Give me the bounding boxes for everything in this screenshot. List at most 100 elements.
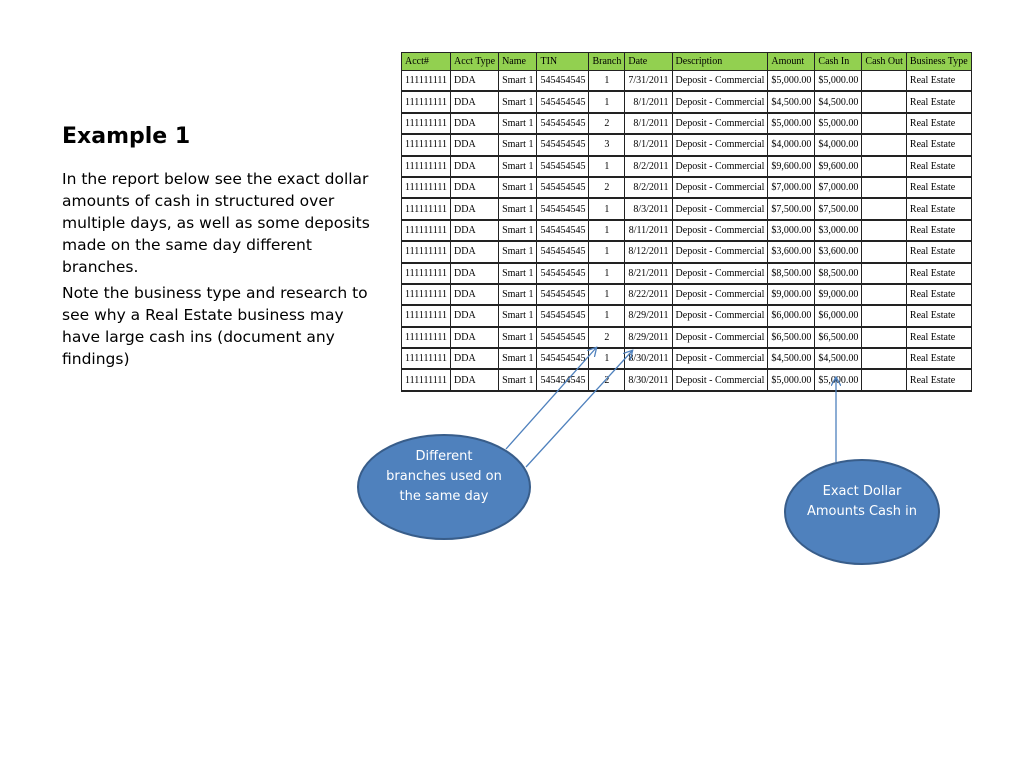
cell-branch: 1 [588,240,626,264]
cell-date: 8/11/2011 [624,219,673,243]
cell-tin: 545454545 [536,262,590,285]
cell-cash-in: $7,500.00 [814,197,863,221]
cell-cash-in: $6,000.00 [814,304,863,328]
cell-cash-in: $4,500.00 [814,347,863,371]
cell-branch: 1 [588,155,626,178]
cell-business-type: Real Estate [905,90,972,114]
cell-business-type: Real Estate [905,176,972,200]
col-header-amount: Amount [767,52,816,71]
cell-description: Deposit - Commercial [671,347,769,371]
col-header-business-type: Business Type [905,52,972,71]
cell-name: Smart 1 [498,326,538,350]
cell-business-type: Real Estate [905,219,972,243]
cell-business-type: Real Estate [905,304,972,328]
paragraph-structured-deposits: In the report below see the exact dollar… [62,170,370,276]
cash-report-table: Acct# Acct Type Name TIN Branch Date Des… [400,52,972,392]
cell-date: 8/29/2011 [624,326,673,350]
cell-amount: $5,000.00 [767,112,816,136]
cell-amount: $9,000.00 [767,283,816,307]
cell-acct-number: 111111111 [400,90,452,114]
cell-business-type: Real Estate [905,283,972,307]
col-header-date: Date [624,52,673,71]
cell-cash-in: $6,500.00 [814,326,863,350]
cell-date: 8/1/2011 [624,133,673,157]
cell-business-type: Real Estate [905,347,972,371]
cell-name: Smart 1 [498,240,538,264]
callout-exact-text: Exact Dollar Amounts Cash in [806,484,918,519]
cell-name: Smart 1 [498,347,538,371]
callout-branches-bubble [357,434,531,540]
cell-business-type: Real Estate [905,112,972,136]
cell-name: Smart 1 [498,304,538,328]
cell-tin: 545454545 [536,326,590,350]
cell-description: Deposit - Commercial [671,262,769,285]
cell-business-type: Real Estate [905,240,972,264]
cell-name: Smart 1 [498,176,538,200]
cell-tin: 545454545 [536,70,590,93]
cell-business-type: Real Estate [905,326,972,350]
cell-tin: 545454545 [536,176,590,200]
cell-business-type: Real Estate [905,197,972,221]
cell-cash-in: $5,000.00 [814,70,863,93]
cell-date: 8/22/2011 [624,283,673,307]
cell-tin: 545454545 [536,283,590,307]
cell-acct-number: 111111111 [400,176,452,200]
cell-date: 8/29/2011 [624,304,673,328]
slide-title: Example 1 [62,124,191,149]
col-header-branch: Branch [588,52,626,71]
cell-business-type: Real Estate [905,262,972,285]
cell-tin: 545454545 [536,112,590,136]
cell-branch: 2 [588,112,626,136]
cell-cash-in: $3,000.00 [814,219,863,243]
cell-name: Smart 1 [498,262,538,285]
cell-date: 8/2/2011 [624,176,673,200]
cell-name: Smart 1 [498,155,538,178]
cell-branch: 2 [588,368,626,392]
cell-description: Deposit - Commercial [671,112,769,136]
cell-amount: $7,500.00 [767,197,816,221]
cell-tin: 545454545 [536,133,590,157]
table-header-row: Acct# Acct Type Name TIN Branch Date Des… [400,52,972,71]
cell-date: 8/1/2011 [624,90,673,114]
cell-amount: $8,500.00 [767,262,816,285]
cell-date: 8/21/2011 [624,262,673,285]
cell-cash-in: $4,500.00 [814,90,863,114]
arrow-branches-1 [505,348,596,450]
cell-name: Smart 1 [498,133,538,157]
cell-acct-number: 111111111 [400,347,452,371]
cell-tin: 545454545 [536,240,590,264]
cell-description: Deposit - Commercial [671,155,769,178]
cell-acct-type: DDA [450,283,500,307]
slide-body: In the report below see the exact dollar… [62,168,380,374]
cell-tin: 545454545 [536,219,590,243]
cell-name: Smart 1 [498,283,538,307]
cell-tin: 545454545 [536,155,590,178]
cell-cash-in: $9,600.00 [814,155,863,178]
cell-acct-number: 111111111 [400,304,452,328]
cell-date: 8/2/2011 [624,155,673,178]
cell-description: Deposit - Commercial [671,176,769,200]
cell-cash-in: $9,000.00 [814,283,863,307]
cell-description: Deposit - Commercial [671,326,769,350]
col-header-description: Description [671,52,769,71]
cell-cash-in: $3,600.00 [814,240,863,264]
cell-business-type: Real Estate [905,155,972,178]
col-header-tin: TIN [536,52,590,71]
cell-tin: 545454545 [536,304,590,328]
cell-acct-number: 111111111 [400,262,452,285]
cell-description: Deposit - Commercial [671,283,769,307]
cell-acct-number: 111111111 [400,197,452,221]
